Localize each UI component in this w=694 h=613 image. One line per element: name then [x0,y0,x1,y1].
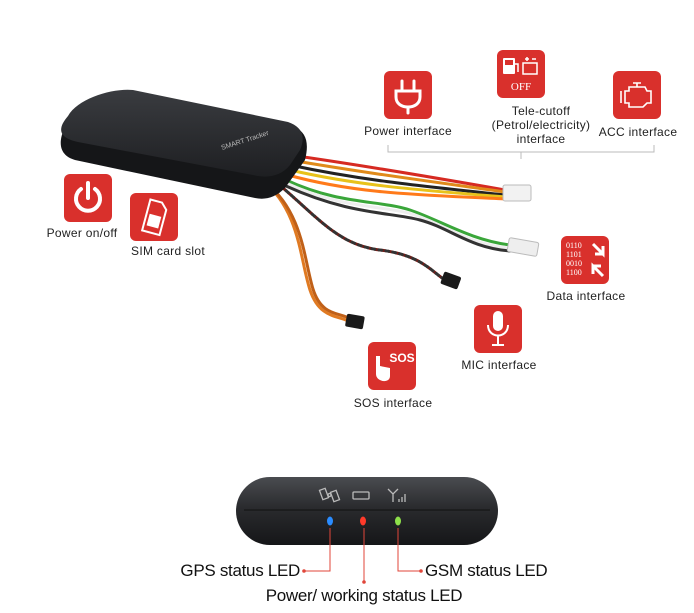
sos-interface-label: SOS interface [353,396,433,410]
data-interface-label: Data interface [546,289,626,303]
svg-text:1100: 1100 [566,268,582,277]
data-connector [506,237,540,257]
gsm-led-label: GSM status LED [425,561,548,580]
fuel-battery-off-icon: OFF [497,50,545,98]
led-panel [236,477,498,545]
sos-button-icon: SOS [368,342,416,390]
sim-card-icon [130,193,178,241]
power-connector [502,184,532,202]
mic-interface-label: MIC interface [461,358,537,372]
led-leader-lines [304,528,421,581]
signal-icon [387,488,406,502]
wires [260,153,512,324]
svg-text:SOS: SOS [389,351,414,365]
tele-cutoff-line-1: Tele-cutoff [511,104,571,118]
sim-card-slot-label: SIM card slot [131,244,205,258]
tele-cutoff-label: Tele-cutoff (Petrol/electricity) interfa… [492,104,591,146]
svg-text:1101: 1101 [566,250,582,259]
plug-icon [384,71,432,119]
power-interface-label: Power interface [364,124,452,138]
svg-text:0010: 0010 [566,259,582,268]
engine-icon [613,71,661,119]
power-led-label: Power/ working status LED [265,586,463,605]
callout-bracket [387,145,655,159]
power-on-off-label: Power on/off [46,226,118,240]
satellite-icon [318,487,341,503]
power-led [360,516,366,526]
gsm-led [395,516,401,526]
power-icon [64,174,112,222]
svg-text:OFF: OFF [511,81,531,93]
microphone-icon [474,305,522,353]
gps-led-label: GPS status LED [180,561,300,580]
leds [327,516,401,526]
acc-interface-label: ACC interface [598,125,678,139]
tele-cutoff-line-2: (Petrol/electricity) [491,118,591,132]
gps-led [327,516,333,526]
tele-cutoff-line-3: interface [516,132,566,146]
svg-text:0110: 0110 [566,241,582,250]
sos-connector [345,313,365,330]
battery-icon [352,491,370,500]
mic-connector [440,271,461,290]
